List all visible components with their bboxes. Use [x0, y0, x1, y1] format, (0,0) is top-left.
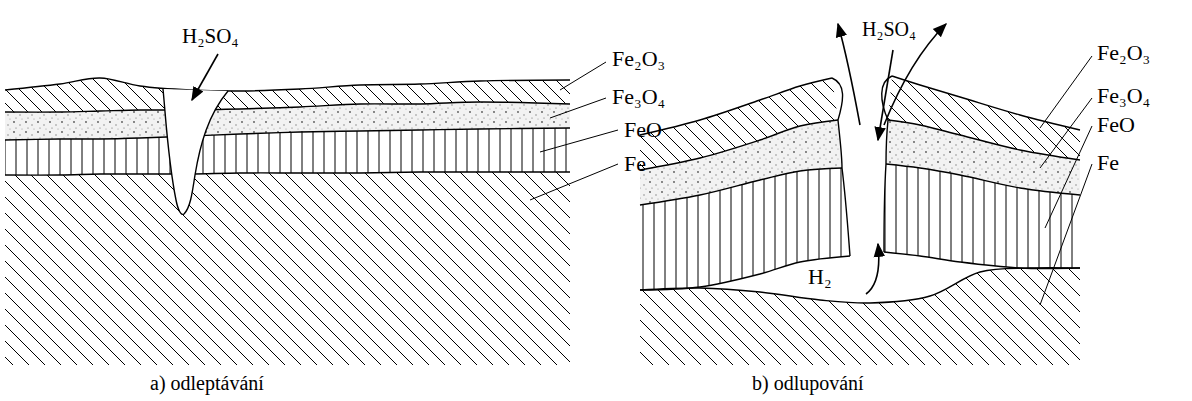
- layer-boundary: [888, 120, 1080, 160]
- layer-label: Fe₃O₄: [1097, 83, 1150, 108]
- layer-boundary: [5, 172, 570, 175]
- layer-boundary: [5, 128, 570, 140]
- figure-caption: b) odlupování: [752, 372, 864, 395]
- layer-label: Fe: [624, 151, 646, 176]
- leader-line: [540, 130, 618, 152]
- layer-boundary: [5, 102, 570, 112]
- layer-label: Fe₂O₃: [1097, 40, 1150, 65]
- hydrogen-arrow: [866, 244, 879, 294]
- fe2o3-layer: [5, 78, 570, 112]
- acid-arrow: [192, 54, 218, 100]
- leader-line: [560, 62, 606, 90]
- leader-line: [1045, 126, 1092, 228]
- leader-line: [1040, 98, 1092, 168]
- leader-line: [1040, 56, 1092, 128]
- layer-boundary: [892, 76, 1080, 130]
- reagent-label: H₂SO₄: [862, 18, 916, 41]
- fe2o3-layer: [640, 78, 838, 170]
- leader-line: [1040, 164, 1092, 305]
- flake-edge: [832, 78, 850, 256]
- fe2o3-layer: [888, 76, 1080, 160]
- layer-label: FeO: [624, 117, 662, 142]
- leader-line: [550, 98, 606, 118]
- etch-crack: [163, 89, 228, 214]
- figure-caption: a) odleptávání: [150, 372, 264, 395]
- leader-line: [530, 164, 618, 200]
- layer-boundary: [640, 78, 832, 135]
- layer-boundary: [886, 164, 1080, 195]
- gas-label: H₂: [808, 264, 832, 289]
- layer-boundary: [640, 256, 850, 290]
- iron-base: [5, 172, 570, 365]
- layer-boundary: [884, 252, 1080, 268]
- layer-label: FeO: [1097, 112, 1135, 137]
- flake-edge: [882, 76, 892, 252]
- acid-arrow: [878, 50, 893, 140]
- layer-label: Fe₂O₃: [612, 46, 665, 71]
- acid-out-arrow: [838, 24, 860, 125]
- layer-label: Fe: [1097, 150, 1119, 175]
- layer-boundary: [5, 78, 570, 91]
- layer-boundary: [640, 168, 842, 205]
- reagent-label: H₂SO₄: [182, 24, 239, 48]
- layer-label: Fe₃O₄: [612, 84, 665, 109]
- layer-boundary: [640, 120, 838, 170]
